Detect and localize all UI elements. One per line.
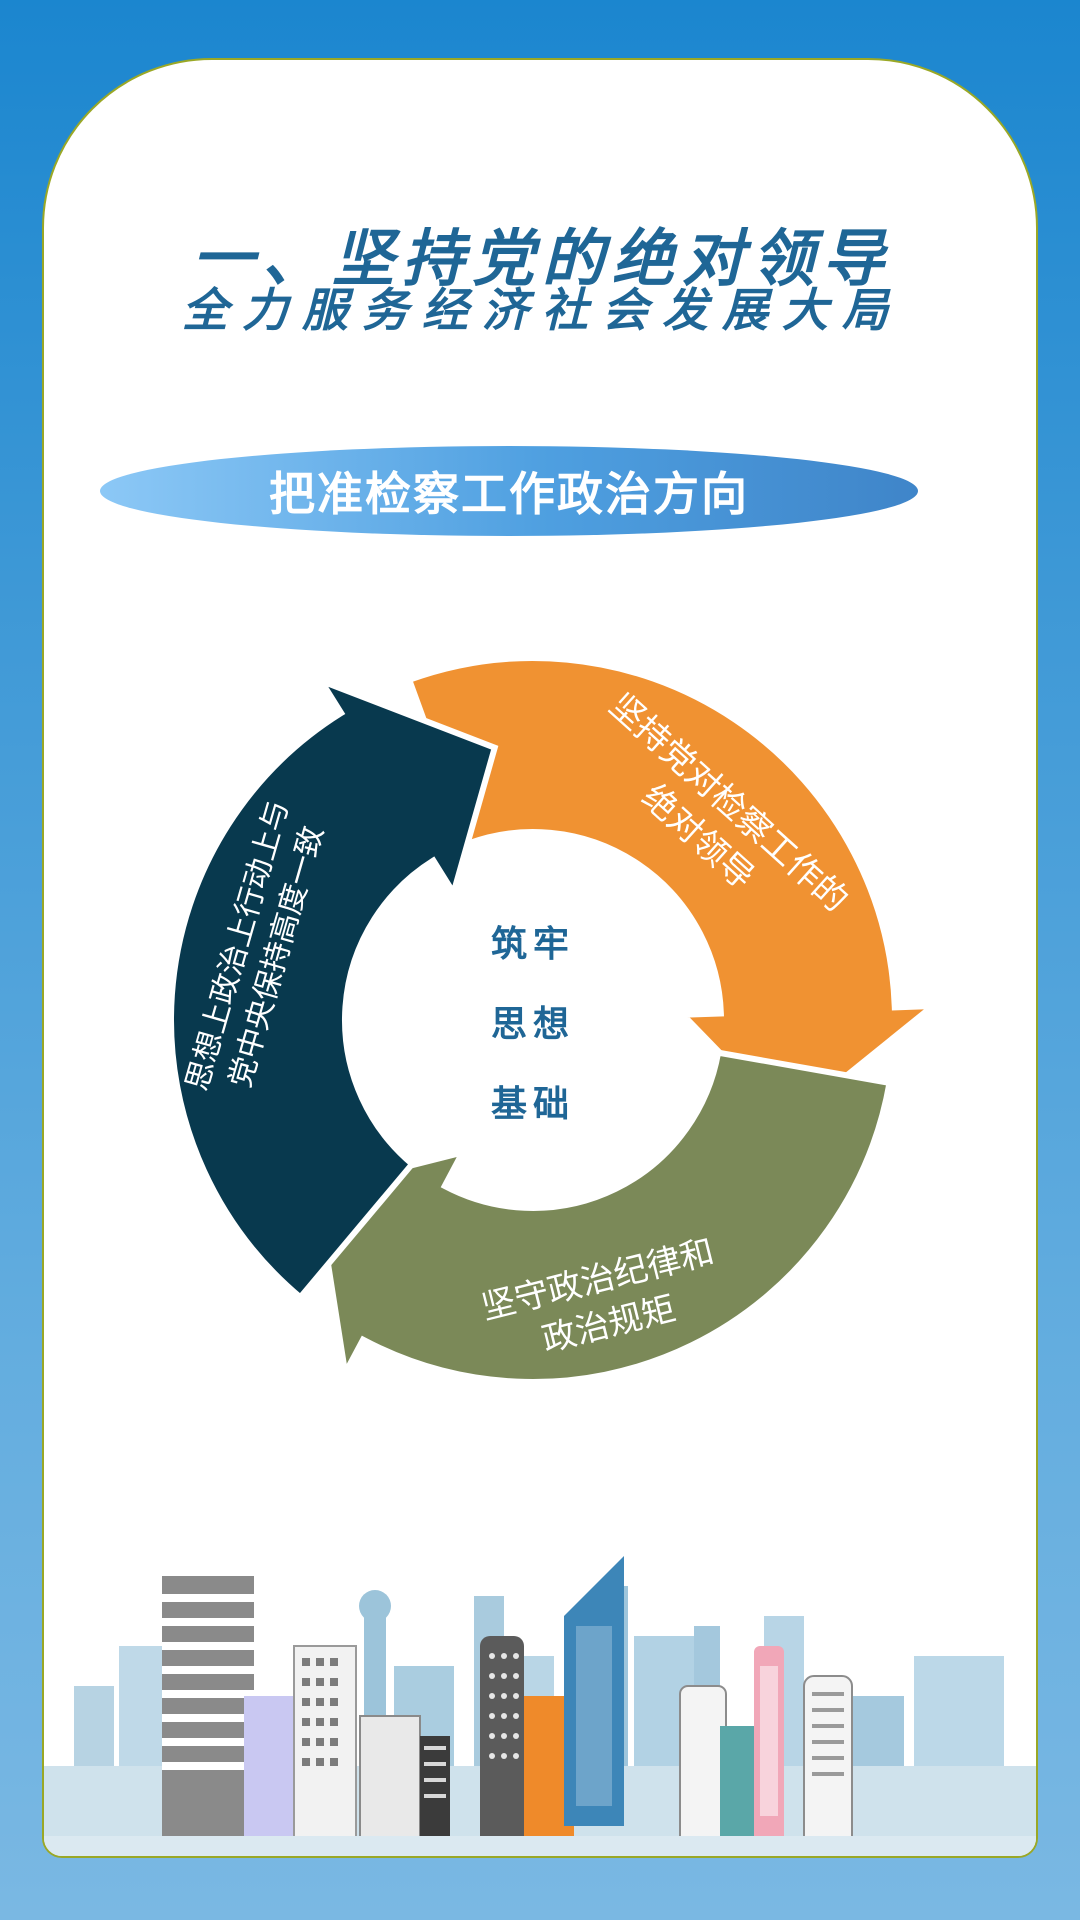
page-subtitle: 全力服务经济社会发展大局 — [182, 283, 902, 337]
cycle-arrow-orange — [405, 655, 942, 1128]
cycle-center-text: 筑牢 — [491, 924, 575, 965]
cycle-center-text: 基础 — [491, 1084, 575, 1125]
section-banner-label: 把准检察工作政治方向 — [269, 467, 749, 521]
section-banner: 把准检察工作政治方向 — [100, 446, 918, 536]
city-skyline-illustration — [44, 1556, 1036, 1856]
cycle-diagram: 坚持党对检察工作的绝对领导坚守政治纪律和政治规矩思想上政治上行动上与党中央保持高… — [168, 655, 942, 1385]
content-card: 一、坚持党的绝对领导 全力服务经济社会发展大局 把准检察工作政治方向 坚持党对检… — [42, 58, 1038, 1858]
cycle-center-text: 思想 — [491, 1004, 575, 1045]
cycle-arrow-navy — [168, 674, 499, 1302]
page-title: 一、坚持党的绝对领导 — [191, 222, 892, 295]
cycle-arrow-green — [312, 1049, 893, 1385]
